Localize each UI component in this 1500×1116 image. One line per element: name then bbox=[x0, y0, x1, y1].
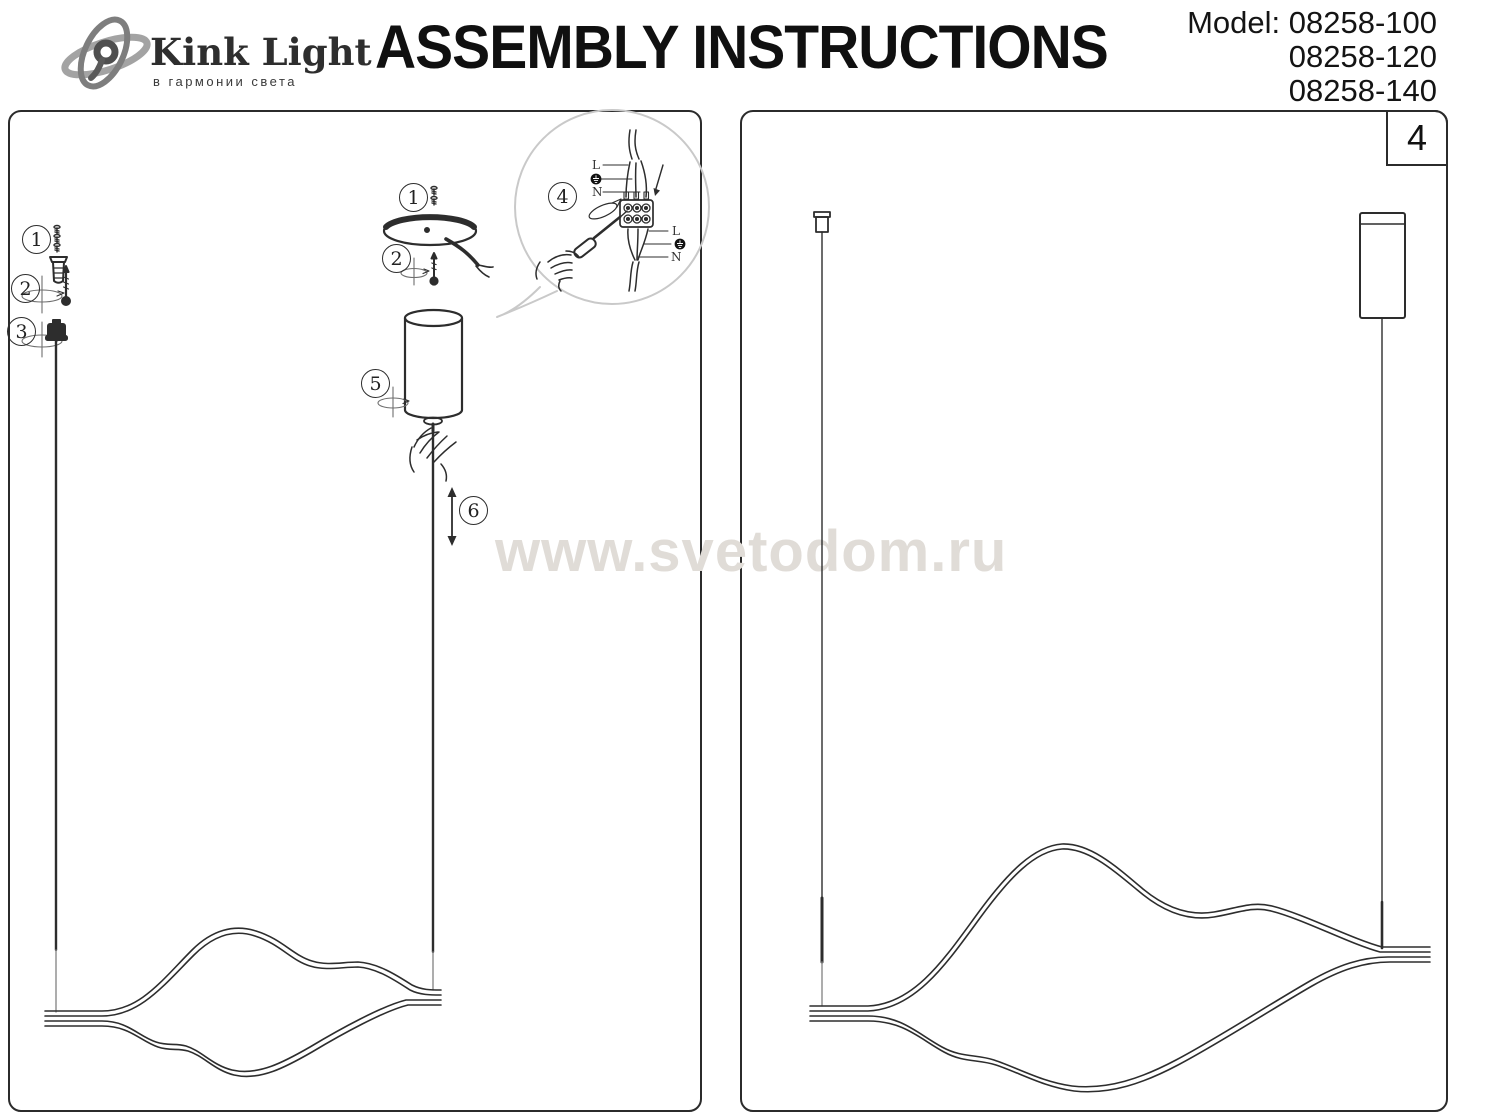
watermark: www.svetodom.ru bbox=[495, 519, 1008, 584]
step-2-marker: 2 bbox=[11, 274, 40, 303]
step-3-marker: 3 bbox=[7, 317, 36, 346]
assembly-steps-panel bbox=[8, 110, 702, 1112]
model-label: Model: bbox=[1187, 5, 1281, 40]
step-6-marker: 6 bbox=[459, 496, 488, 525]
neutral-label: N bbox=[592, 185, 603, 199]
model-number: 08258-100 bbox=[1288, 5, 1437, 40]
step-1-marker: 1 bbox=[399, 183, 428, 212]
model-number: 08258-120 bbox=[1288, 39, 1437, 74]
line-label: L bbox=[672, 224, 680, 238]
header: Kink Light в гармонии света ASSEMBLY INS… bbox=[0, 0, 1500, 108]
brand-logo: Kink Light в гармонии света bbox=[58, 8, 388, 100]
brand-name: Kink Light bbox=[150, 30, 372, 74]
kink-light-logo-icon bbox=[61, 16, 151, 90]
page-number-box: 4 bbox=[1386, 110, 1448, 166]
step-2-marker: 2 bbox=[382, 244, 411, 273]
step-5-marker: 5 bbox=[361, 369, 390, 398]
line-label: L bbox=[592, 158, 600, 172]
neutral-label: N bbox=[671, 250, 682, 264]
step-1-marker: 1 bbox=[22, 225, 51, 254]
model-list: Model: 08258-100 08258-120 08258-140 bbox=[1187, 6, 1437, 108]
ground-icon bbox=[590, 173, 602, 185]
ground-icon bbox=[674, 238, 686, 250]
brand-tagline: в гармонии света bbox=[153, 74, 298, 89]
model-line: Model: 08258-100 bbox=[1187, 6, 1437, 40]
page-title: ASSEMBLY INSTRUCTIONS bbox=[375, 13, 1109, 83]
finished-lamp-panel: 4 bbox=[740, 110, 1448, 1112]
step-4-marker: 4 bbox=[548, 182, 577, 211]
model-number: 08258-140 bbox=[1288, 73, 1437, 108]
